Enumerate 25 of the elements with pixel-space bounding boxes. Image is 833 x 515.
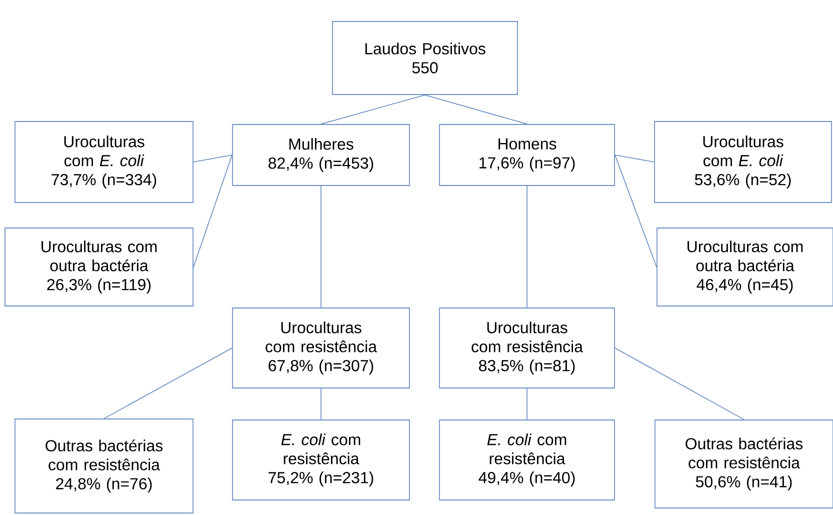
- text-box: Homens 17,6% (n=97): [439, 124, 615, 186]
- text-box: Uroculturas com outra bactéria 26,3% (n=119): [4, 228, 194, 306]
- text-box: Uroculturas com outra bactéria 46,4% (n=45): [656, 228, 833, 306]
- connector-line: [320, 186, 322, 308]
- connector-line: [320, 388, 322, 420]
- connector-line: [614, 154, 654, 162]
- text-box: Outras bactérias com resistência 50,6% (n=41): [654, 420, 833, 508]
- connector-line: [193, 154, 232, 268]
- connector-line: [104, 348, 232, 419]
- text-box: Uroculturas com resistência 67,8% (n=307): [232, 308, 410, 388]
- text-box: Uroculturas com E. coli 53,6% (n=52): [654, 121, 832, 203]
- connector-line: [614, 154, 657, 268]
- connector-line: [526, 388, 528, 420]
- text-box: Mulheres 82,4% (n=453): [232, 124, 410, 186]
- text-box: Uroculturas com resistência 83,5% (n=81): [439, 308, 615, 388]
- text-box: E. coli com resistência 75,2% (n=231): [232, 420, 410, 500]
- connector-line: [424, 94, 528, 124]
- text-box: Outras bactérias com resistência 24,8% (n=76): [14, 418, 194, 514]
- connector-line: [614, 348, 744, 420]
- connector-line: [320, 94, 426, 124]
- text-box: E. coli com resistência 49,4% (n=40): [439, 420, 615, 500]
- text-box: Laudos Positivos 550: [332, 21, 518, 95]
- text-box: Uroculturas com E. coli 73,7% (n=334): [14, 121, 194, 203]
- connector-line: [193, 154, 232, 162]
- connector-line: [526, 186, 528, 308]
